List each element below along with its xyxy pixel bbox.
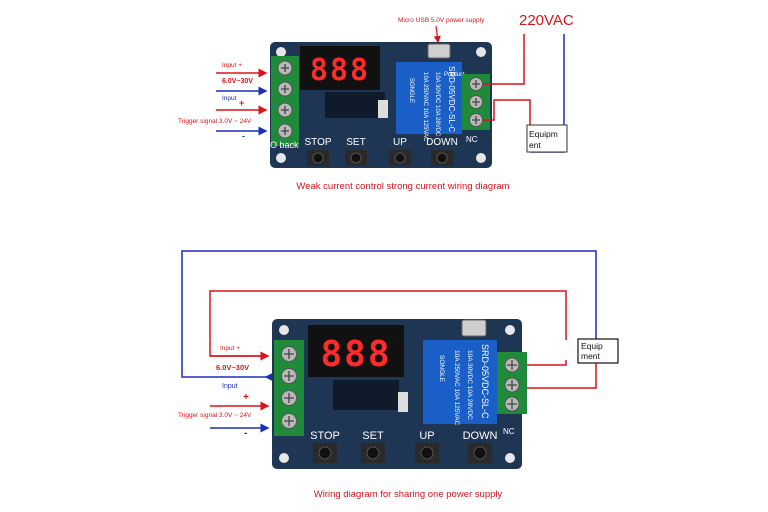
equipment-label-2a: Equip bbox=[581, 341, 603, 351]
relay-rating-1a: 10A 250VAC 10A 125VAC bbox=[422, 72, 428, 142]
svg-text:888: 888 bbox=[310, 53, 370, 88]
nc-label-1: NC bbox=[466, 135, 478, 144]
button-label-stop-2: STOP bbox=[310, 430, 340, 442]
micro-usb-port-1 bbox=[427, 43, 451, 59]
voltage-label-2: 6.0V~30V bbox=[216, 363, 249, 372]
minus-sign-2: - bbox=[244, 428, 247, 439]
nc-label-2: NC bbox=[503, 427, 515, 436]
equipment-label-1b: ent bbox=[529, 140, 541, 150]
relay-model-1: SRD-05VDC-SL-C bbox=[447, 66, 456, 132]
relay-1: SONGLE 10A 250VAC 10A 125VAC 10A 30VDC 1… bbox=[396, 62, 462, 142]
output-terminal-1 bbox=[462, 74, 490, 130]
equipment-box-1 bbox=[526, 124, 568, 153]
back-label: O back bbox=[270, 140, 299, 150]
push-buttons-1 bbox=[307, 150, 453, 166]
plus-sign-2: + bbox=[243, 392, 249, 403]
caption-2: Wiring diagram for sharing one power sup… bbox=[314, 489, 503, 500]
minus-sign-1: - bbox=[242, 131, 245, 141]
ac-voltage-label: 220VAC bbox=[519, 12, 574, 29]
product-label: Product bbox=[444, 72, 465, 78]
voltage-label-1: 6.0V~30V bbox=[222, 78, 253, 85]
diagram-2: 888 SONGLE 10A 250VAC 10A 125VAC 10A 30V… bbox=[178, 250, 619, 500]
caption-1: Weak current control strong current wiri… bbox=[296, 181, 509, 192]
trigger-label-2: Trigger signal 3.0V ~ 24V bbox=[178, 412, 252, 419]
relay-2: SONGLE 10A 250VAC 10A 125VAC 10A 30VDC 1… bbox=[423, 340, 497, 426]
plus-sign-1: + bbox=[239, 98, 244, 108]
relay-brand-2: SONGLE bbox=[438, 355, 445, 383]
button-label-stop-1: STOP bbox=[304, 137, 331, 148]
relay-rating-1b: 10A 30VDC 10A 28VDC bbox=[434, 72, 440, 137]
input-plus-label-1: Input + bbox=[222, 62, 242, 69]
relay-rating-2b: 10A 30VDC 10A 28VDC bbox=[466, 350, 473, 420]
led-display-1: 888 bbox=[300, 46, 380, 90]
button-label-set-2: SET bbox=[362, 430, 384, 442]
button-label-up-1: UP bbox=[393, 137, 407, 148]
diagram-1: 888 SONGLE 10A 250VAC 10A 125VAC 10A 30V… bbox=[178, 12, 574, 192]
trigger-label-1: Trigger signal 3.0V ~ 24V bbox=[178, 118, 252, 125]
relay-model-2: SRD-05VDC-SL-C bbox=[480, 344, 490, 419]
equipment-label-2b: ment bbox=[581, 351, 601, 361]
equipment-label-1a: Equipm bbox=[529, 129, 558, 139]
push-buttons-2 bbox=[313, 443, 492, 463]
button-label-down-2: DOWN bbox=[463, 430, 498, 442]
micro-usb-port-2 bbox=[461, 319, 487, 337]
usb-label: Micro USB 5.0V power supply bbox=[398, 17, 485, 24]
input-terminal-1 bbox=[271, 56, 299, 146]
input-terminal-2 bbox=[274, 340, 304, 436]
relay-brand-1: SONGLE bbox=[408, 78, 414, 103]
svg-text:888: 888 bbox=[320, 334, 391, 375]
button-label-down-1: DOWN bbox=[426, 137, 458, 148]
button-label-up-2: UP bbox=[419, 430, 434, 442]
input-plus-label-2: Input + bbox=[220, 345, 240, 352]
output-terminal-2 bbox=[497, 352, 527, 414]
relay-rating-2a: 10A 250VAC 10A 125VAC bbox=[453, 350, 460, 426]
led-display-2: 888 bbox=[308, 325, 404, 377]
input-minus-label-2: Input bbox=[222, 383, 238, 390]
equipment-box-2 bbox=[577, 338, 619, 364]
button-label-set-1: SET bbox=[346, 137, 365, 148]
input-minus-label-1: Input bbox=[222, 95, 237, 102]
